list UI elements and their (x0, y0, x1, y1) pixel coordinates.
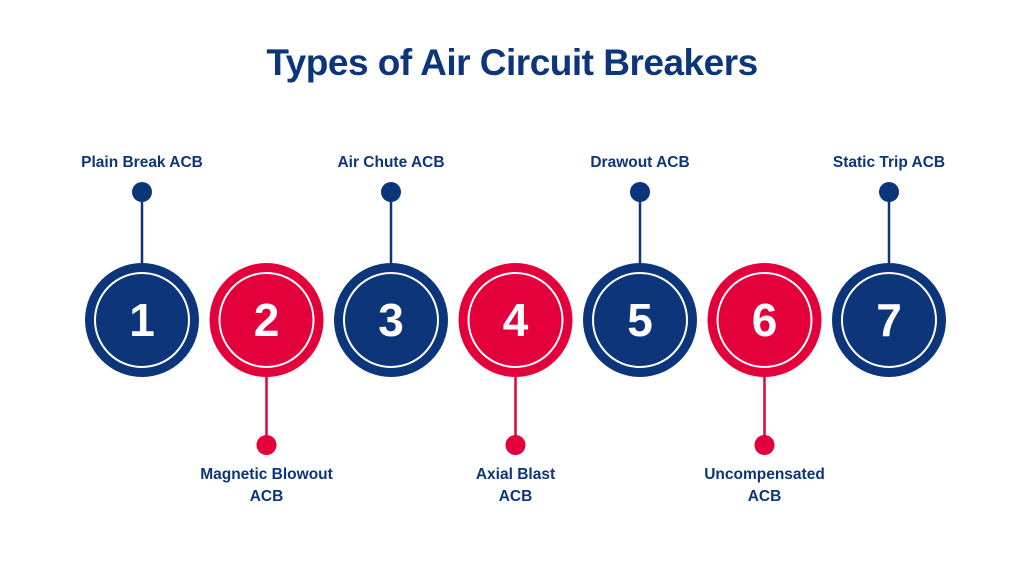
step-7 (832, 182, 946, 377)
connector-dot (754, 435, 775, 455)
step-number: 2 (253, 294, 280, 346)
step-6 (707, 263, 822, 455)
step-number: 5 (627, 294, 653, 346)
number-circle (832, 263, 946, 377)
step-label: Plain Break ACB (81, 154, 203, 171)
step-number: 7 (876, 294, 902, 346)
step-2 (209, 263, 324, 455)
step-4 (458, 263, 573, 455)
number-circle (583, 263, 697, 377)
connector-dot (381, 182, 401, 202)
inner-ring (218, 272, 315, 368)
step-1 (85, 182, 199, 377)
step-number: 4 (502, 294, 529, 346)
step-label-line: ACB (498, 488, 533, 505)
step-label-line: Magnetic Blowout (200, 466, 333, 483)
number-circle (458, 263, 573, 377)
number-circle (85, 263, 199, 377)
inner-ring (343, 272, 439, 368)
step-label-line: Axial Blast (475, 466, 556, 483)
connector-dot (132, 182, 152, 202)
connector-dot (879, 182, 899, 202)
connector-dot (505, 435, 526, 455)
number-circle (334, 263, 448, 377)
step-label: Drawout ACB (590, 154, 690, 171)
connector-dot (256, 435, 277, 455)
number-circle (707, 263, 822, 377)
step-label: Air Chute ACB (337, 154, 445, 171)
step-label-line: Uncompensated (704, 466, 825, 483)
inner-ring (94, 272, 190, 368)
step-number: 6 (751, 294, 778, 346)
step-label-line: ACB (249, 488, 284, 505)
step-number: 3 (378, 294, 404, 346)
step-number: 1 (129, 294, 155, 346)
step-3 (334, 182, 448, 377)
inner-ring (592, 272, 688, 368)
connector-dot (630, 182, 650, 202)
diagram-title: Types of Air Circuit Breakers (266, 42, 758, 83)
number-circle (209, 263, 324, 377)
step-label-line: ACB (747, 488, 782, 505)
inner-ring (467, 272, 564, 368)
inner-ring (716, 272, 813, 368)
inner-ring (841, 272, 937, 368)
step-5 (583, 182, 697, 377)
step-label: Static Trip ACB (832, 154, 946, 171)
